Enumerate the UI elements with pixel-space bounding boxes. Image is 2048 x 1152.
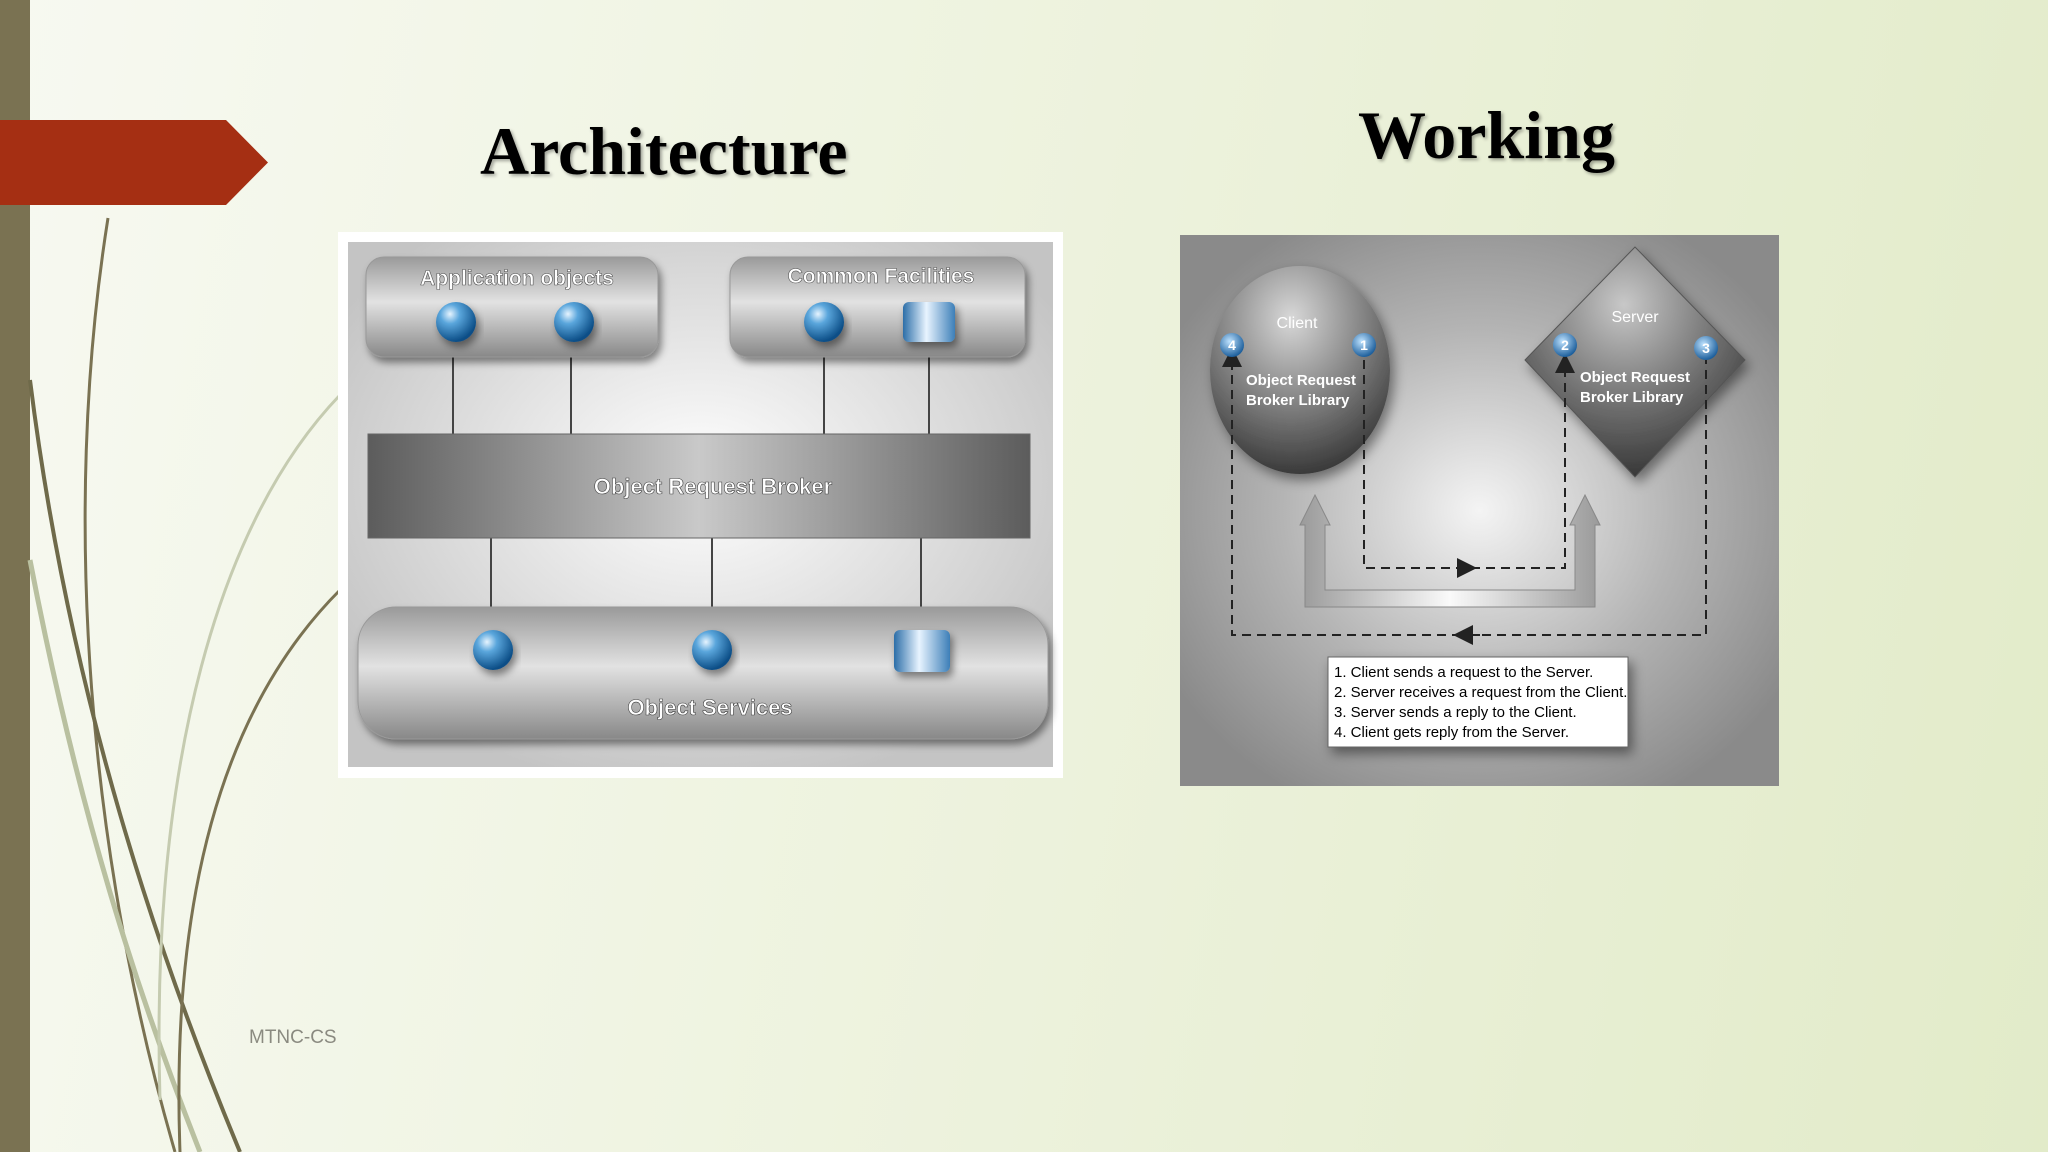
application-objects-label: Application objects (420, 267, 614, 290)
server-diamond (1524, 246, 1746, 478)
server-library-line1: Object Request (1580, 369, 1690, 386)
client-library-line1: Object Request (1246, 372, 1356, 389)
u-arrow (1299, 493, 1601, 608)
step-badge (1352, 333, 1376, 357)
object-services-box (357, 606, 1049, 740)
step-text: 2. Server receives a request from the Cl… (1334, 684, 1627, 701)
footer-text: MTNC-CS (249, 1027, 337, 1048)
client-sphere (1210, 266, 1390, 474)
object-services-label: Object Services (627, 695, 792, 720)
object-sphere (692, 630, 732, 670)
working-title: Working (1358, 97, 1615, 173)
step-badge-number: 1 (1360, 337, 1368, 353)
step-text: 1. Client sends a request to the Server. (1334, 664, 1593, 681)
step-badge (1553, 333, 1577, 357)
object-cube (903, 302, 955, 342)
title-arrow-tab (0, 120, 268, 205)
object-sphere (436, 302, 476, 342)
object-sphere (804, 302, 844, 342)
common-facilities-label: Common Facilities (788, 265, 975, 288)
server-library-line2: Broker Library (1580, 389, 1684, 406)
server-label: Server (1611, 309, 1659, 326)
step-text: 4. Client gets reply from the Server. (1334, 724, 1569, 741)
step-badge-number: 3 (1702, 340, 1710, 356)
step-badge (1694, 336, 1718, 360)
object-cube (894, 630, 950, 672)
orb-label: Object Request Broker (594, 474, 833, 499)
object-sphere (554, 302, 594, 342)
client-label: Client (1277, 315, 1318, 332)
client-library-line2: Broker Library (1246, 392, 1350, 409)
step-badge-number: 2 (1561, 337, 1569, 353)
step-badge-number: 4 (1228, 337, 1236, 353)
step-text: 3. Server sends a reply to the Client. (1334, 704, 1577, 721)
working-diagram: Client Object Request Broker Library Ser… (1180, 235, 1779, 786)
step-badge (1220, 333, 1244, 357)
decorative-curves (27, 217, 342, 1152)
architecture-title: Architecture (480, 113, 848, 189)
steps-legend-box (1327, 656, 1629, 748)
orb-bar (367, 433, 1031, 539)
object-sphere (473, 630, 513, 670)
architecture-diagram: Application objects Common Facilities Ob… (338, 232, 1063, 778)
